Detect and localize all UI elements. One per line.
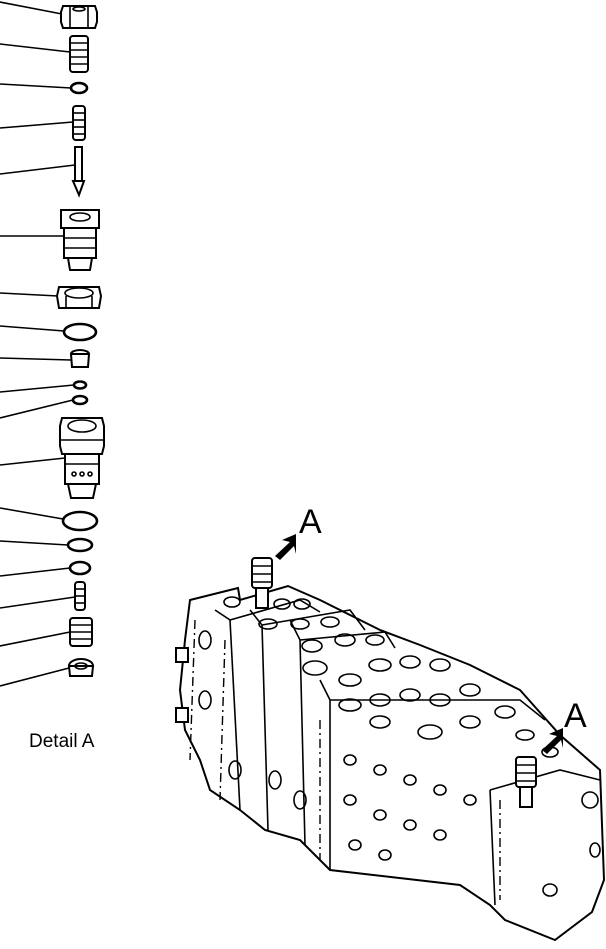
part-o-ring-4 bbox=[71, 394, 89, 406]
leader-line bbox=[0, 384, 75, 393]
part-lock-nut bbox=[55, 286, 103, 309]
callout-label-a: A bbox=[564, 697, 587, 735]
part-o-ring-1 bbox=[69, 81, 89, 95]
part-plug bbox=[69, 349, 91, 368]
leader-line bbox=[0, 507, 64, 520]
leader-line bbox=[0, 292, 59, 297]
detail-caption: Detail A bbox=[29, 731, 95, 752]
part-poppet-pin bbox=[71, 146, 86, 198]
exploded-part-stack bbox=[55, 5, 105, 677]
part-o-ring-5 bbox=[61, 510, 99, 532]
part-relief-valve bbox=[59, 417, 105, 499]
part-spring-tiny bbox=[74, 581, 86, 611]
leader-line bbox=[0, 325, 65, 332]
leader-line bbox=[0, 596, 76, 609]
leader-line bbox=[0, 667, 70, 687]
leader-line bbox=[0, 83, 72, 89]
part-cap-nut bbox=[60, 5, 98, 29]
relief-valve-top-left bbox=[251, 557, 273, 609]
leader-line bbox=[0, 631, 71, 647]
part-seat bbox=[67, 658, 95, 677]
part-o-ring-7 bbox=[68, 560, 92, 576]
arrow-icon bbox=[542, 728, 563, 754]
part-spring-small bbox=[72, 105, 86, 141]
part-valve-cartridge bbox=[60, 209, 100, 271]
part-o-ring-6 bbox=[66, 537, 94, 553]
callout-label-a: A bbox=[299, 503, 322, 541]
part-spring-large bbox=[69, 35, 89, 73]
leader-line bbox=[0, 567, 71, 577]
part-o-ring-3 bbox=[72, 380, 88, 390]
leader-lines bbox=[0, 1, 76, 687]
leader-line bbox=[0, 43, 71, 53]
leader-line bbox=[0, 457, 66, 466]
leader-line bbox=[0, 164, 76, 175]
leader-line bbox=[0, 121, 74, 129]
leader-line bbox=[0, 357, 72, 361]
arrow-icon bbox=[275, 534, 296, 560]
leader-line bbox=[0, 399, 74, 419]
relief-valve-right bbox=[515, 756, 537, 808]
part-o-ring-2 bbox=[62, 322, 98, 342]
part-piston bbox=[69, 617, 93, 647]
leader-line bbox=[0, 1, 63, 15]
leader-line bbox=[0, 540, 69, 546]
control-valve-assembly bbox=[175, 534, 606, 942]
